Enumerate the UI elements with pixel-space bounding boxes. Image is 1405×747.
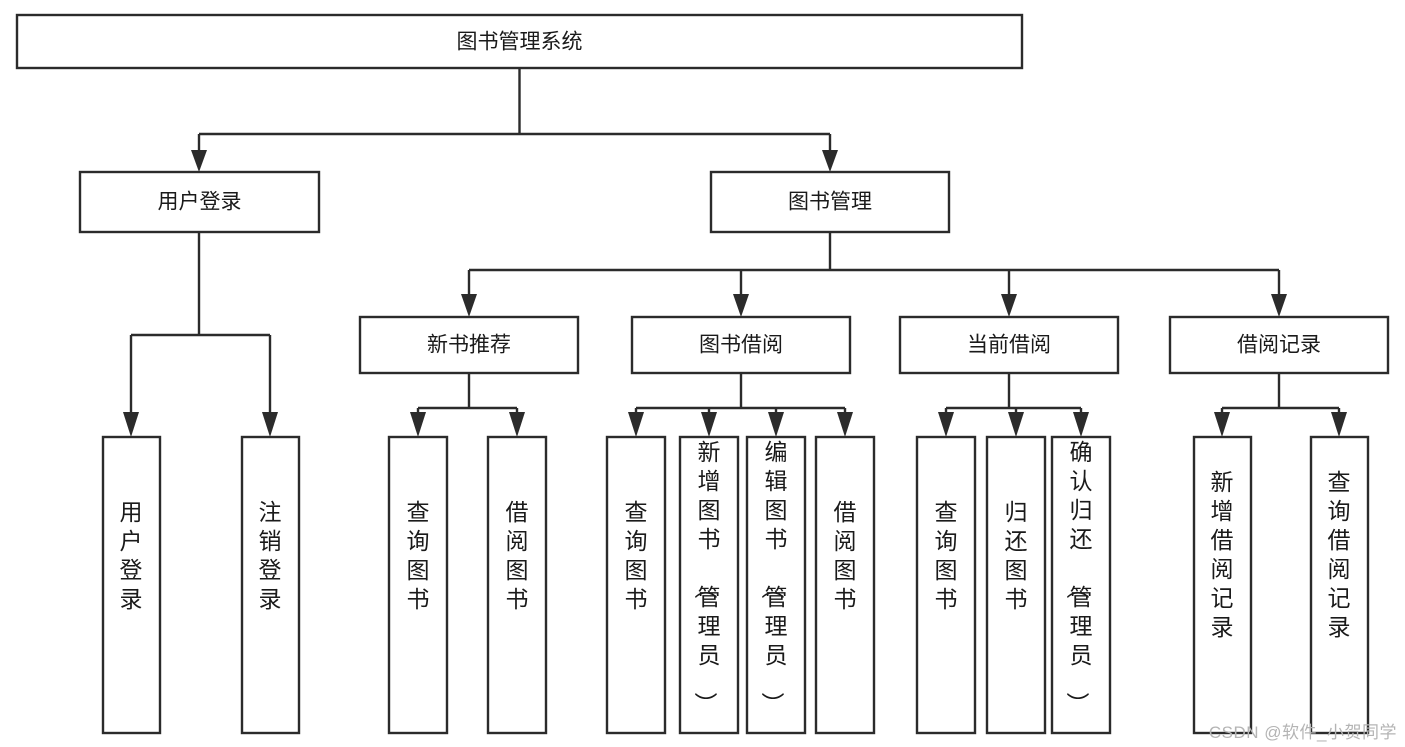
node-current-borrow-box[interactable] (898, 315, 1120, 375)
leaf-borrow-record-query[interactable]: 查询借阅记录 (1309, 435, 1370, 735)
arrow-head-icon (410, 412, 426, 437)
leaf-label: 归还图书 (1005, 499, 1028, 612)
node-user-login-box[interactable] (78, 170, 321, 234)
leaf-label: 查询图书 (935, 499, 958, 612)
leaf-box[interactable] (745, 435, 807, 735)
arrow-head-icon (1073, 412, 1089, 437)
leaf-label: 新增借阅记录 (1211, 469, 1234, 640)
leaf-label: 编辑图书（管理员） (760, 439, 788, 715)
leaf-current-borrow-query[interactable]: 查询图书 (915, 435, 977, 735)
leaf-box[interactable] (985, 435, 1047, 735)
connector-user-login-to-leaves (123, 232, 278, 437)
arrow-head-icon (1214, 412, 1230, 437)
leaf-label: 查询借阅记录 (1328, 469, 1351, 640)
arrow-head-icon (822, 150, 838, 172)
leaf-box[interactable] (101, 435, 162, 735)
leaf-box[interactable] (915, 435, 977, 735)
node-borrow-record-box[interactable] (1168, 315, 1390, 375)
leaf-box[interactable] (1192, 435, 1253, 735)
node-book-borrow-label: 图书借阅 (699, 334, 783, 357)
node-root-box[interactable] (15, 13, 1024, 70)
arrow-head-icon (1331, 412, 1347, 437)
node-root-label: 图书管理系统 (457, 31, 583, 54)
node-root[interactable]: 图书管理系统 (15, 13, 1024, 70)
leaf-label: 查询图书 (407, 499, 430, 612)
leaf-box[interactable] (387, 435, 449, 735)
arrow-head-icon (1008, 412, 1024, 437)
node-book-borrow[interactable]: 图书借阅 (630, 315, 852, 375)
arrow-head-icon (837, 412, 853, 437)
leaf-box[interactable] (240, 435, 301, 735)
node-new-book-recommend[interactable]: 新书推荐 (358, 315, 580, 375)
leaf-new-book-query[interactable]: 查询图书 (387, 435, 449, 735)
node-user-login[interactable]: 用户登录 (78, 170, 321, 234)
arrow-head-icon (768, 412, 784, 437)
leaf-box[interactable] (814, 435, 876, 735)
connector-book-mgmt-to-level3 (461, 232, 1287, 317)
leaf-label: 确认归还（管理员） (1065, 439, 1093, 715)
leaf-user-login-logout[interactable]: 注销登录 (240, 435, 301, 735)
leaf-book-borrow-edit[interactable]: 编辑图书（管理员） (745, 435, 807, 735)
connector-new-book-to-leaves (410, 373, 525, 437)
leaf-current-borrow-return[interactable]: 归还图书 (985, 435, 1047, 735)
connector-borrow-record-to-leaves (1214, 373, 1347, 437)
node-new-book-recommend-label: 新书推荐 (427, 334, 511, 357)
arrow-head-icon (509, 412, 525, 437)
leaf-box[interactable] (605, 435, 667, 735)
leaf-box[interactable] (678, 435, 740, 735)
leaf-label: 新增图书（管理员） (693, 439, 721, 715)
leaf-user-login-login[interactable]: 用户登录 (101, 435, 162, 735)
node-book-management-box[interactable] (709, 170, 951, 234)
arrow-head-icon (733, 294, 749, 317)
node-new-book-recommend-box[interactable] (358, 315, 580, 375)
leaf-label: 查询图书 (625, 499, 648, 612)
node-book-borrow-box[interactable] (630, 315, 852, 375)
csdn-watermark: CSDN @软件_小贺同学 (1208, 723, 1397, 742)
node-book-management[interactable]: 图书管理 (709, 170, 951, 234)
leaf-label: 注销登录 (259, 499, 282, 612)
arrow-head-icon (628, 412, 644, 437)
arrow-head-icon (938, 412, 954, 437)
connector-current-borrow-to-leaves (938, 373, 1089, 437)
arrow-head-icon (262, 412, 278, 437)
node-book-management-label: 图书管理 (788, 191, 872, 214)
node-user-login-label: 用户登录 (158, 191, 242, 214)
arrow-head-icon (1271, 294, 1287, 317)
node-current-borrow-label: 当前借阅 (967, 334, 1051, 357)
arrow-head-icon (461, 294, 477, 317)
leaf-book-borrow-borrow[interactable]: 借阅图书 (814, 435, 876, 735)
leaf-label: 用户登录 (120, 499, 143, 612)
connector-book-borrow-to-leaves (628, 373, 853, 437)
leaf-borrow-record-add[interactable]: 新增借阅记录 (1192, 435, 1253, 735)
leaf-label: 借阅图书 (506, 499, 529, 612)
node-borrow-record[interactable]: 借阅记录 (1168, 315, 1390, 375)
arrow-head-icon (701, 412, 717, 437)
leaf-current-borrow-confirm[interactable]: 确认归还（管理员） (1050, 435, 1112, 735)
node-borrow-record-label: 借阅记录 (1237, 334, 1321, 357)
leaf-book-borrow-query[interactable]: 查询图书 (605, 435, 667, 735)
connector-root-to-level2 (191, 68, 838, 172)
arrow-head-icon (191, 150, 207, 172)
leaf-label: 借阅图书 (834, 499, 857, 612)
leaf-box[interactable] (1309, 435, 1370, 735)
node-current-borrow[interactable]: 当前借阅 (898, 315, 1120, 375)
leaf-new-book-borrow[interactable]: 借阅图书 (486, 435, 548, 735)
leaf-box[interactable] (486, 435, 548, 735)
leaf-box[interactable] (1050, 435, 1112, 735)
leaf-book-borrow-add[interactable]: 新增图书（管理员） (678, 435, 740, 735)
arrow-head-icon (123, 412, 139, 437)
arrow-head-icon (1001, 294, 1017, 317)
